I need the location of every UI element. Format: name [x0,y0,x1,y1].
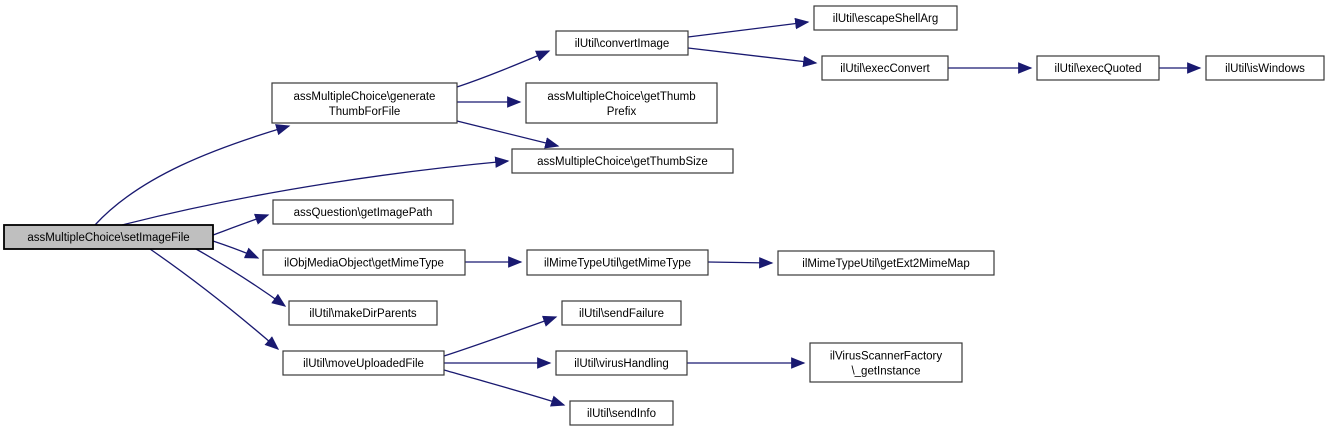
node-label-moveUploadedFile: ilUtil\moveUploadedFile [303,358,424,370]
node-isWindows[interactable]: ilUtil\isWindows [1205,55,1325,81]
node-label-objGetMimeType: ilObjMediaObject\getMimeType [284,258,444,270]
node-box-setImageFile [3,224,214,250]
node-label-virusScannerFactory-line2: \_getInstance [851,366,920,378]
node-box-getThumbPrefix[interactable] [525,82,718,124]
node-box-sendInfo[interactable] [569,400,674,426]
node-label-sendInfo: ilUtil\sendInfo [587,408,656,420]
edges-layer [94,17,1202,407]
node-label-getThumbSize: assMultipleChoice\getThumbSize [537,156,708,168]
node-box-makeDirParents[interactable] [288,300,438,326]
node-setImageFile: assMultipleChoice\setImageFile [3,224,214,250]
node-box-convertImage[interactable] [555,30,689,56]
node-box-execQuoted[interactable] [1036,55,1160,81]
edge-setImageFile-to-getThumbSize [121,156,510,226]
edge-moveUploadedFile-to-sendFailure [443,315,558,357]
node-mimeGetMimeType[interactable]: ilMimeTypeUtil\getMimeType [526,249,709,276]
node-execConvert[interactable]: ilUtil\execConvert [821,55,949,81]
node-box-objGetMimeType[interactable] [262,249,466,276]
node-label-sendFailure: ilUtil\sendFailure [579,308,664,320]
edge-setImageFile-to-objGetMimeType [212,240,260,259]
node-box-generateThumbForFile[interactable] [271,82,458,124]
node-objGetMimeType[interactable]: ilObjMediaObject\getMimeType [262,249,466,276]
node-label-convertImage: ilUtil\convertImage [575,38,670,50]
edge-setImageFile-to-generateThumbForFile [94,124,291,226]
node-virusScannerFactory[interactable]: ilVirusScannerFactory \_getInstance [809,342,963,383]
node-getExt2MimeMap[interactable]: ilMimeTypeUtil\getExt2MimeMap [777,250,995,276]
node-label-generateThumbForFile-line2: ThumbForFile [329,106,401,118]
node-label-mimeGetMimeType: ilMimeTypeUtil\getMimeType [544,258,691,270]
node-label-makeDirParents: ilUtil\makeDirParents [309,308,417,320]
node-label-isWindows: ilUtil\isWindows [1225,63,1305,75]
node-label-setImageFile: assMultipleChoice\setImageFile [27,232,189,244]
node-box-escapeShellArg[interactable] [813,5,958,31]
edge-setImageFile-to-makeDirParents [195,248,287,307]
node-box-execConvert[interactable] [821,55,949,81]
node-moveUploadedFile[interactable]: ilUtil\moveUploadedFile [282,350,445,376]
edge-setImageFile-to-moveUploadedFile [149,248,280,350]
edge-convertImage-to-escapeShellArg [687,17,810,38]
node-sendInfo[interactable]: ilUtil\sendInfo [569,400,674,426]
node-box-moveUploadedFile[interactable] [282,350,445,376]
node-box-virusScannerFactory[interactable] [809,342,963,383]
node-label-getThumbPrefix-line2: Prefix [607,106,637,118]
node-execQuoted[interactable]: ilUtil\execQuoted [1036,55,1160,81]
node-label-virusScannerFactory-line1: ilVirusScannerFactory [830,351,943,363]
node-box-sendFailure[interactable] [561,300,682,326]
node-label-getImagePath: assQuestion\getImagePath [294,207,433,219]
edge-generateThumbForFile-to-getThumbSize [456,120,560,149]
node-label-getExt2MimeMap: ilMimeTypeUtil\getExt2MimeMap [802,258,969,270]
edge-convertImage-to-execConvert [687,47,818,68]
node-box-mimeGetMimeType[interactable] [526,249,709,276]
node-box-getExt2MimeMap[interactable] [777,250,995,276]
node-getImagePath[interactable]: assQuestion\getImagePath [272,199,454,225]
nodes-layer: assMultipleChoice\setImageFile assMultipl… [3,5,1325,426]
node-convertImage[interactable]: ilUtil\convertImage [555,30,689,56]
node-box-virusHandling[interactable] [555,350,688,376]
node-virusHandling[interactable]: ilUtil\virusHandling [555,350,688,376]
node-box-isWindows[interactable] [1205,55,1325,81]
node-label-execConvert: ilUtil\execConvert [840,63,930,75]
node-box-getThumbSize[interactable] [511,148,734,174]
node-sendFailure[interactable]: ilUtil\sendFailure [561,300,682,326]
edge-generateThumbForFile-to-convertImage [456,50,551,88]
node-box-getImagePath[interactable] [272,199,454,225]
node-label-escapeShellArg: ilUtil\escapeShellArg [833,13,938,25]
node-label-virusHandling: ilUtil\virusHandling [574,358,669,370]
node-getThumbSize[interactable]: assMultipleChoice\getThumbSize [511,148,734,174]
node-label-getThumbPrefix-line1: assMultipleChoice\getThumb [547,91,695,103]
edge-setImageFile-to-getImagePath [212,213,270,236]
node-makeDirParents[interactable]: ilUtil\makeDirParents [288,300,438,326]
edge-moveUploadedFile-to-sendInfo [443,369,566,407]
node-label-execQuoted: ilUtil\execQuoted [1055,63,1142,75]
edge-mimeGetMimeType-to-getExt2MimeMap [707,257,774,269]
node-escapeShellArg[interactable]: ilUtil\escapeShellArg [813,5,958,31]
node-label-generateThumbForFile-line1: assMultipleChoice\generate [294,91,436,103]
